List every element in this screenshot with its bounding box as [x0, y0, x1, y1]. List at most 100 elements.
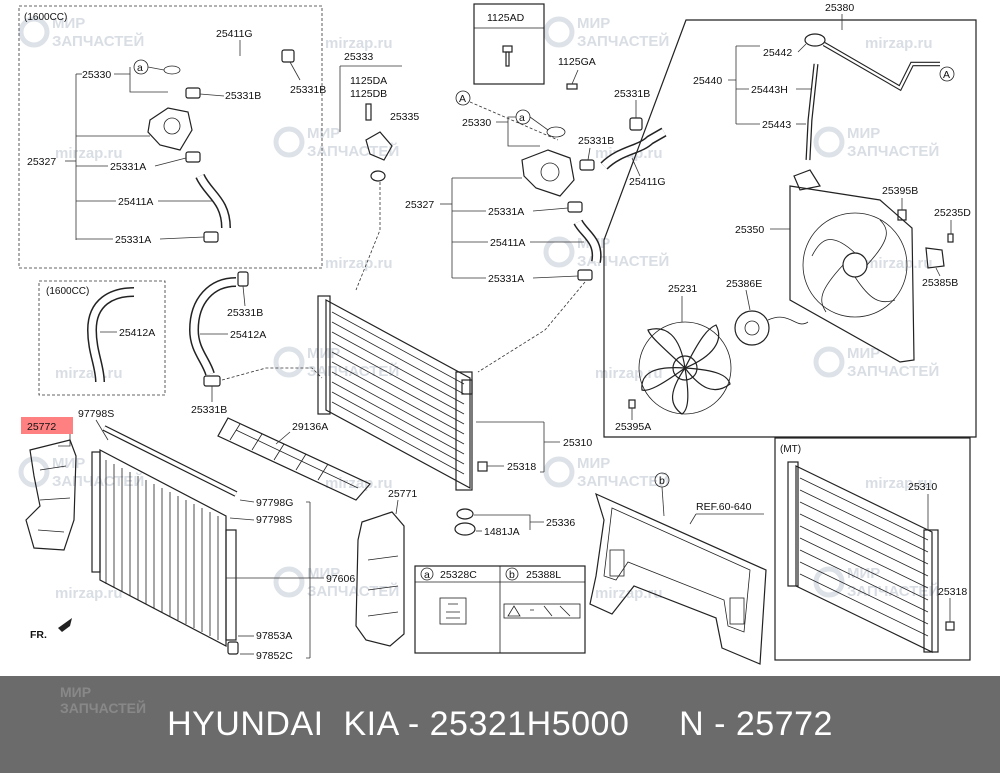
assembly-guide: [469, 101, 559, 141]
hose-clamp[interactable]: [577, 269, 593, 281]
leader-line: [935, 267, 941, 277]
hose-clamp[interactable]: [237, 271, 249, 287]
front-label: FR.: [30, 629, 47, 641]
fan-blade: [647, 328, 686, 370]
bolt-box-frame: [473, 3, 545, 85]
legend-code: 25328C: [440, 569, 477, 581]
rubber-insulator[interactable]: [370, 170, 386, 182]
ref-mark: A: [943, 69, 950, 81]
watermark-site: mirzap.ru: [325, 35, 393, 52]
ref-mark: a: [137, 62, 143, 74]
air-guard-25772[interactable]: [25, 439, 77, 551]
watermark-site: mirzap.ru: [595, 365, 663, 382]
hose-clamp[interactable]: [203, 231, 219, 243]
gasket[interactable]: [546, 126, 566, 138]
mt-radiator-right-tank: [923, 529, 939, 653]
hose-clamp[interactable]: [629, 117, 643, 131]
watermark-text: ЗАПЧАСТЕЙ: [577, 32, 669, 50]
bolt-box-code: 1125AD: [487, 12, 525, 24]
mt-radiator-core-lines: [799, 477, 929, 637]
watermark-block: МИР ЗАПЧАСТЕЙ: [543, 235, 669, 270]
part-number-caption: HYUNDAI KIA - 25321H5000 N - 25772: [167, 705, 833, 743]
engine-main-group: 1125GA A a 25330 25331B 25331B 25411G 25…: [405, 56, 667, 373]
bolt-icon[interactable]: [502, 45, 513, 53]
fan-group-frame: [603, 19, 977, 438]
watermark-site: mirzap.ru: [865, 255, 933, 272]
condenser-left-header: [91, 451, 101, 573]
fan-shroud-25350[interactable]: [789, 185, 915, 363]
drain-plug-25318[interactable]: [477, 461, 488, 472]
fan-outline: [638, 321, 732, 415]
part-label: 25386E: [726, 278, 762, 290]
watermark-text: МИР: [52, 15, 85, 32]
guard-29136a-group: 29136A: [217, 417, 371, 501]
watermark-block: МИР ЗАПЧАСТЕЙ: [543, 15, 669, 50]
watermark-text: МИР: [847, 125, 880, 142]
part-label: 25771: [388, 488, 417, 500]
clip[interactable]: [947, 233, 954, 243]
part-label: 25331B: [578, 135, 614, 147]
radiator-25310[interactable]: [325, 298, 471, 490]
assembly-guide: [477, 281, 586, 373]
hose-fill: [196, 174, 230, 229]
radiator-mount-bracket[interactable]: [365, 131, 393, 161]
gasket[interactable]: [163, 65, 181, 75]
part-label: 25327: [27, 156, 56, 168]
hose-fill: [823, 43, 940, 90]
resistor-25385b[interactable]: [925, 247, 945, 269]
carrier-panel[interactable]: [589, 492, 767, 665]
reservoir-cap[interactable]: [804, 33, 826, 47]
guard-edges: [37, 465, 71, 533]
hose-clamp[interactable]: [203, 375, 221, 387]
reservoir-tank[interactable]: [793, 169, 821, 191]
drain-plug-25318-mt[interactable]: [945, 621, 955, 631]
hose-clamp[interactable]: [185, 151, 201, 163]
fan-blade: [683, 367, 731, 391]
fan-blade: [641, 367, 687, 391]
cooling-system-diagram: МИР ЗАПЧАСТЕЙ МИР ЗАПЧАСТЕЙ МИР ЗАПЧАСТЕ…: [18, 2, 977, 665]
hose-1600cc-group: (1600CC) 25412A: [38, 280, 166, 396]
air-guard-29136a[interactable]: [217, 417, 371, 501]
part-label: 97798S: [78, 408, 114, 420]
assembly-guide: [355, 182, 381, 291]
hose-fill: [202, 52, 280, 83]
air-guard-25771[interactable]: [355, 511, 405, 647]
fan-25231[interactable]: [641, 324, 731, 415]
hose-clamp[interactable]: [281, 49, 295, 63]
motor-shaft: [744, 320, 760, 336]
radiator-cap[interactable]: [456, 508, 474, 520]
fan-bolt[interactable]: [628, 399, 636, 409]
radiator-mt-group: (MT) 25310 25318: [774, 437, 971, 661]
leader-bracket: [474, 514, 544, 530]
watermark-text: МИР: [307, 125, 340, 142]
carrier-inner-edge: [603, 507, 751, 633]
hose-clamp[interactable]: [579, 159, 595, 171]
ref-mark: a: [519, 112, 525, 124]
leader-line: [242, 285, 246, 307]
thermostat-housing[interactable]: [521, 149, 575, 197]
variant-header: (1600CC): [24, 12, 67, 23]
legend-code: 25388L: [526, 569, 561, 581]
watermark-text: МИР: [307, 345, 340, 362]
watermark-text: МИР: [577, 15, 610, 32]
bolt[interactable]: [566, 83, 578, 90]
bolt[interactable]: [365, 103, 372, 121]
thermostat-housing[interactable]: [147, 107, 193, 151]
hose-clamp[interactable]: [185, 87, 201, 99]
guard-25771-group: 25771: [355, 488, 417, 647]
watermark-text: МИР: [847, 345, 880, 362]
part-label: 1125DB: [350, 88, 387, 100]
receiver-drier[interactable]: [225, 529, 237, 641]
motor-wire: [767, 316, 809, 325]
part-label: 25231: [668, 283, 697, 295]
watermark-layer: МИР ЗАПЧАСТЕЙ МИР ЗАПЧАСТЕЙ МИР ЗАПЧАСТЕ…: [18, 15, 939, 602]
part-label: 25440: [693, 75, 722, 87]
bracket-25333-group: 25333 1125DA 1125DB 25335: [339, 51, 419, 291]
radiator-25310-mt[interactable]: [795, 465, 933, 653]
watermark-text: ЗАПЧАСТЕЙ: [577, 252, 669, 270]
fan-motor-25386e[interactable]: [734, 310, 770, 346]
shroud-spokes: [811, 219, 896, 313]
hose-clamp[interactable]: [567, 201, 583, 213]
condenser-mount-97852c[interactable]: [227, 641, 239, 655]
radiator-cap-base[interactable]: [454, 522, 476, 536]
